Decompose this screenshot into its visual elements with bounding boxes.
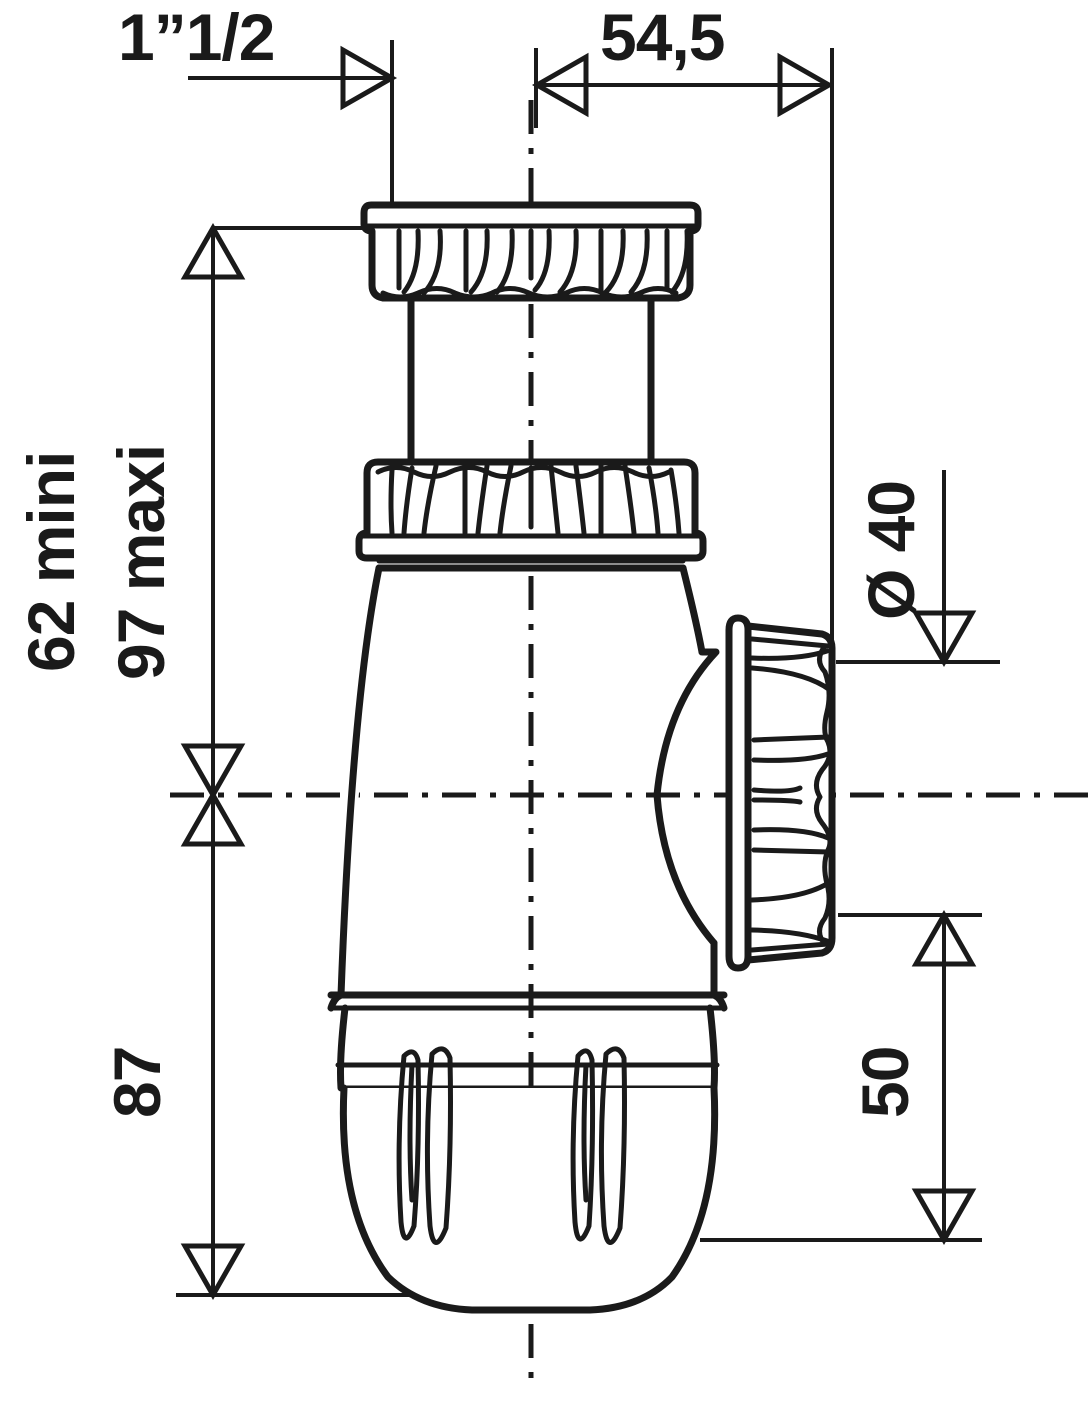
- dim-87-arrow-top: [180, 789, 246, 847]
- trap-bowl: [335, 1004, 720, 1314]
- dim-label-diameter-40: Ø 40: [854, 480, 928, 620]
- dim-label-width-545: 54,5: [600, 0, 725, 74]
- dim-label-87: 87: [100, 1046, 174, 1118]
- centerlines: [170, 100, 1089, 1390]
- lower-coupling-nut: [355, 458, 707, 562]
- top-coupling-nut: [360, 201, 702, 302]
- outlet-nut: [725, 614, 836, 972]
- dim-87-arrow-bottom: [180, 1243, 246, 1301]
- dim-label-97-maxi: 97 maxi: [104, 444, 178, 680]
- dim-545-arrow-right: [777, 52, 835, 118]
- dim-97-arrow-bottom: [180, 743, 246, 801]
- riser-tube: [407, 294, 655, 466]
- dimension-lines: [176, 40, 1000, 1301]
- dim-40-arrow: [911, 610, 977, 668]
- thread-arrowhead: [340, 45, 398, 111]
- dim-label-thread-size: 1”1/2: [118, 0, 275, 74]
- dim-50-arrow-top: [911, 909, 977, 967]
- dim-50-arrow-bottom: [911, 1188, 977, 1246]
- trap-body: [327, 558, 728, 1012]
- dim-label-62-mini: 62 mini: [14, 451, 88, 672]
- dim-545-arrow-left: [531, 52, 589, 118]
- dim-label-50: 50: [848, 1046, 922, 1118]
- dim-97-arrow-top: [180, 222, 246, 280]
